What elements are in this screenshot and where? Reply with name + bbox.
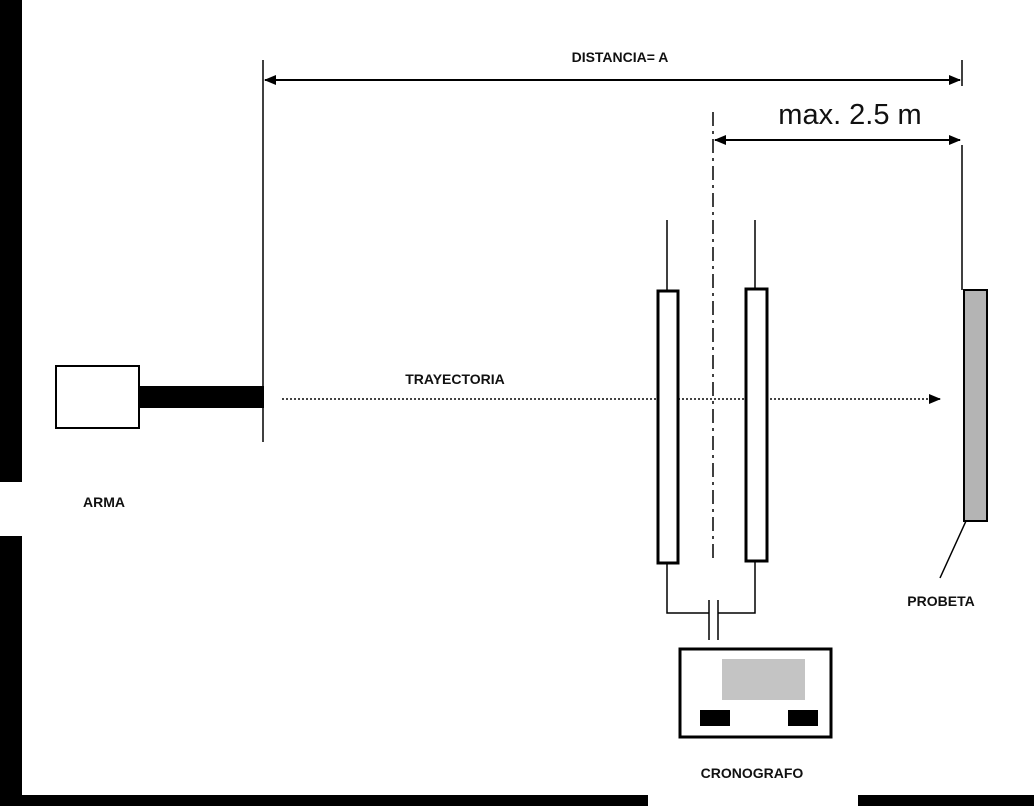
- max-distance-label: max. 2.5 m: [778, 99, 921, 131]
- weapon: [55, 365, 264, 429]
- chronograph-screen-1: [656, 220, 680, 565]
- chronograph-display: [722, 659, 805, 700]
- chronograph-screen-2: [744, 220, 769, 563]
- trajectory-label: TRAYECTORIA: [405, 371, 505, 387]
- chronograph-button-right: [788, 710, 818, 726]
- left-wall-upper: [0, 0, 22, 482]
- bottom-wall-left: [0, 795, 648, 806]
- left-wall-lower: [0, 536, 22, 806]
- specimen-label: PROBETA: [907, 593, 974, 609]
- weapon-label: ARMA: [83, 494, 125, 510]
- specimen-target: [963, 289, 988, 522]
- chronograph-wiring: [666, 561, 756, 640]
- specimen-leader-line: [939, 520, 967, 579]
- bottom-wall-right: [858, 795, 1034, 806]
- chronograph-unit: [678, 647, 833, 739]
- weapon-body: [55, 365, 140, 429]
- chronograph-button-left: [700, 710, 730, 726]
- distance-label: DISTANCIA= A: [572, 49, 669, 65]
- chronograph-label: CRONOGRAFO: [701, 765, 804, 781]
- weapon-barrel: [139, 386, 264, 408]
